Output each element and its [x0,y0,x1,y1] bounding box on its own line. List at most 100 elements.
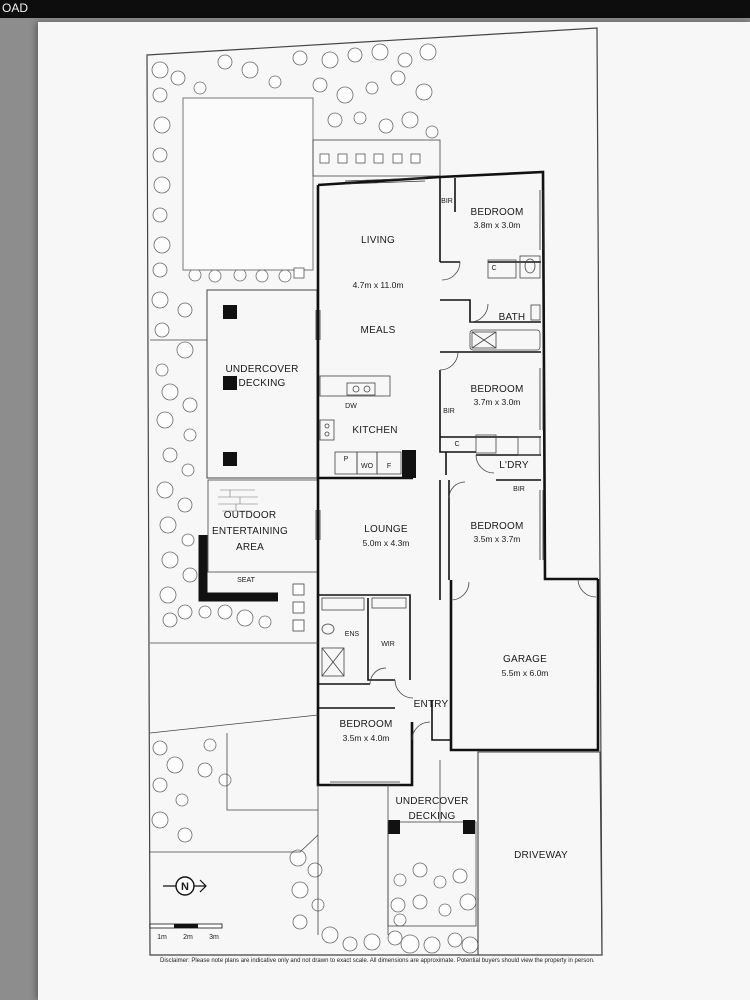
tree-38 [155,363,169,377]
front-deck-post-left [388,820,400,834]
north-arrow [163,876,207,896]
tree-44 [181,463,195,477]
tree-13 [336,86,354,104]
tree-1 [170,70,186,86]
tree-7 [321,51,339,69]
tree-27 [153,236,171,254]
tree-29 [188,268,202,282]
tree-9 [371,43,389,61]
label-dishwasher: DW [345,403,357,410]
label-living-size: 4.7m x 11.0m [353,280,404,290]
tree-33 [278,269,292,283]
driveway [477,751,603,956]
label-living: LIVING [361,235,395,246]
label-bedroom3: BEDROOM [470,521,523,532]
landscaping-trees [151,43,479,954]
tree-25 [153,176,171,194]
door-swings [369,261,597,741]
tree-39 [161,383,179,401]
label-bedroom4: BEDROOM [339,719,392,730]
tree-32 [255,269,269,283]
tree-78 [447,932,463,948]
tree-88 [393,913,407,927]
tree-31 [233,268,247,282]
tree-6 [292,50,308,66]
tree-4 [241,61,259,79]
label-bir-1: BIR [441,198,453,205]
tree-52 [177,604,193,620]
tree-42 [183,428,197,442]
tree-66 [218,773,232,787]
label-outdoor-2: ENTERTAINING [212,526,288,537]
tree-68 [307,862,323,878]
disclaimer: Disclaimer: Please note plans are indica… [160,958,595,964]
tree-67 [289,849,307,867]
tree-15 [390,70,406,86]
page-title-fragment: OAD [0,0,750,18]
tree-17 [327,112,343,128]
floor-plan-sheet: BEDROOM 3.8m x 3.0m BIR C LIVING 4.7m x … [38,22,750,1000]
tree-43 [162,447,178,463]
label-ensuite: ENS [345,631,360,638]
tree-48 [181,533,195,547]
label-bedroom1-size: 3.8m x 3.0m [474,220,521,230]
label-rear-decking-1: UNDERCOVER [225,364,298,375]
tree-2 [193,81,207,95]
label-outdoor-1: OUTDOOR [224,510,277,521]
tree-40 [182,397,198,413]
label-fridge: F [387,463,391,470]
label-seat: SEAT [237,577,255,584]
site-lines [149,339,319,853]
tree-55 [236,609,254,627]
tree-74 [363,933,381,951]
tree-22 [152,87,168,103]
windows [315,177,544,786]
label-bedroom2-size: 3.7m x 3.0m [474,397,521,407]
label-lounge-size: 5.0m x 4.3m [363,538,410,548]
tree-46 [177,497,193,513]
tree-49 [161,551,179,569]
label-garage-size: 5.5m x 6.0m [502,668,549,678]
tree-16 [415,83,433,101]
tree-5 [268,75,282,89]
tree-56 [258,615,272,629]
tree-76 [400,934,420,954]
tree-24 [152,147,168,163]
scale-bar [149,923,223,929]
tree-21 [425,125,439,139]
rear-lawn-area [182,97,314,271]
label-cupboard-1: C [491,265,496,272]
tree-69 [291,881,309,899]
tree-23 [153,116,171,134]
bbq-bricks [218,489,258,512]
scale-label-1m: 1m [157,934,167,941]
label-front-decking-1: UNDERCOVER [395,796,468,807]
tree-10 [397,52,413,68]
label-outdoor-3: AREA [236,542,264,553]
internal-walls [318,177,541,741]
path-strip [312,139,441,177]
tree-26 [152,207,168,223]
label-wall-oven: WO [361,463,374,470]
front-deck-post-right [463,820,475,834]
label-bedroom4-size: 3.5m x 4.0m [343,733,390,743]
tree-79 [461,936,479,954]
tree-35 [177,302,193,318]
tree-3 [217,54,233,70]
label-kitchen: KITCHEN [352,425,397,436]
tree-57 [162,612,178,628]
tree-51 [159,586,177,604]
label-cupboard-2: C [454,441,459,448]
tree-62 [151,811,169,829]
stepping-stones [293,153,421,279]
tree-75 [387,930,403,946]
tree-47 [159,516,177,534]
label-bir-3: BIR [513,486,525,493]
tree-83 [452,868,468,884]
tree-73 [342,936,358,952]
label-bath: BATH [499,312,526,323]
label-garage: GARAGE [503,654,547,665]
tree-53 [198,605,212,619]
tree-28 [152,262,168,278]
kitchen-wall-block [402,450,416,478]
